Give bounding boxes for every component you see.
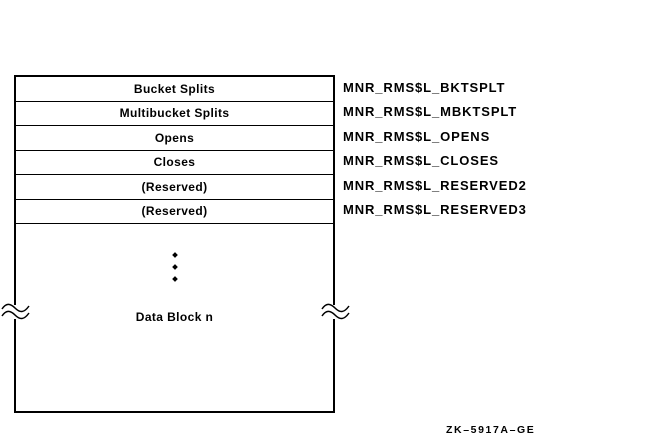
field-cell-closes: Closes xyxy=(16,151,333,175)
record-structure-box: Bucket Splits Multibucket Splits Opens C… xyxy=(14,75,335,413)
field-label: Multibucket Splits xyxy=(119,106,230,121)
data-block-label: Data Block n xyxy=(135,310,214,324)
field-symbol-reserved3: MNR_RMS$L_RESERVED3 xyxy=(343,202,527,218)
figure-number: ZK–5917A–GE xyxy=(446,424,536,436)
field-cell-reserved-2: (Reserved) xyxy=(16,175,333,200)
field-label: Bucket Splits xyxy=(133,81,216,96)
field-symbol-closes: MNR_RMS$L_CLOSES xyxy=(343,153,499,169)
field-label: Closes xyxy=(153,155,196,170)
field-cell-opens: Opens xyxy=(16,126,333,151)
field-label: (Reserved) xyxy=(141,179,208,194)
field-symbol-opens: MNR_RMS$L_OPENS xyxy=(343,128,491,144)
field-cell-multibucket-splits: Multibucket Splits xyxy=(16,102,333,126)
field-symbol-reserved2: MNR_RMS$L_RESERVED2 xyxy=(343,177,527,193)
field-cell-bucket-splits: Bucket Splits xyxy=(16,77,333,102)
vertical-ellipsis-icon xyxy=(16,252,333,289)
field-label: (Reserved) xyxy=(141,204,208,219)
field-symbol-bktsplt: MNR_RMS$L_BKTSPLT xyxy=(343,79,506,95)
field-cell-reserved-3: (Reserved) xyxy=(16,200,333,224)
break-mark-icon xyxy=(321,303,350,320)
symbol-column: MNR_RMS$L_BKTSPLT MNR_RMS$L_MBKTSPLT MNR… xyxy=(343,75,527,222)
field-label: Opens xyxy=(154,130,195,145)
break-mark-icon xyxy=(1,303,30,320)
field-symbol-mbktsplt: MNR_RMS$L_MBKTSPLT xyxy=(343,104,518,120)
